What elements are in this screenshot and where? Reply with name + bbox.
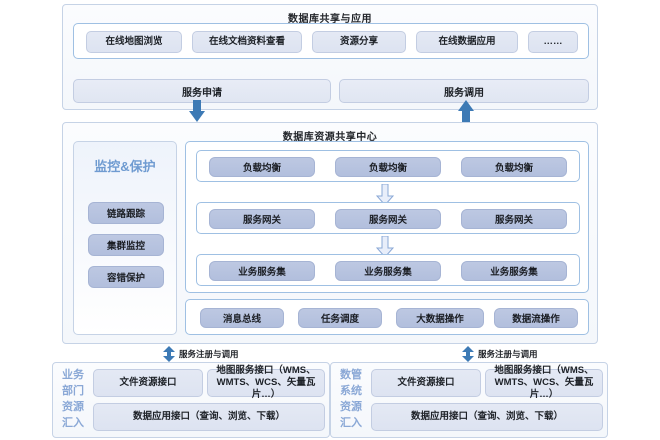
service-gateway-node-1[interactable]: 服务网关 [209, 209, 315, 229]
vlabel-line-4: 汇入 [340, 417, 362, 429]
top-section-title: 数据库共享与应用 [288, 14, 372, 25]
applications-row-box: 在线地图浏览 在线文档资料查看 资源分享 在线数据应用 …… [73, 23, 589, 59]
mid-section-title: 数据库资源共享中心 [282, 132, 378, 143]
bus-item-bigdata-ops[interactable]: 大数据操作 [396, 308, 484, 328]
load-balance-node-1[interactable]: 负载均衡 [209, 157, 315, 177]
register-label-left: 服务注册与调用 [179, 349, 239, 359]
vlabel-line-1: 数管 [340, 369, 362, 381]
service-gateway-node-3[interactable]: 服务网关 [461, 209, 567, 229]
arrow-up-icon [458, 100, 474, 122]
platform-capability-box: 消息总线 任务调度 大数据操作 数据流操作 [185, 299, 589, 335]
bottom-left-vertical-label: 业务 部门 资源 汇入 [59, 367, 87, 433]
right-data-app-interface[interactable]: 数据应用接口（查询、浏览、下载） [371, 403, 603, 431]
vlabel-line-3: 资源 [62, 401, 84, 413]
right-file-resource-interface[interactable]: 文件资源接口 [371, 369, 481, 397]
vlabel-line-2: 部门 [62, 385, 84, 397]
register-label-right: 服务注册与调用 [478, 349, 538, 359]
app-chip-online-doc-view[interactable]: 在线文档资料查看 [192, 31, 302, 53]
monitor-protection-title: 监控&保护 [94, 159, 156, 174]
business-service-set-node-1[interactable]: 业务服务集 [209, 261, 315, 281]
arrow-bidirectional-icon-left [162, 346, 176, 362]
service-gateway-node-2[interactable]: 服务网关 [335, 209, 441, 229]
arrow-down-glyph [375, 183, 395, 206]
business-service-set-node-2[interactable]: 业务服务集 [335, 261, 441, 281]
arrow-down-icon [189, 100, 205, 122]
arrow-down-glyph [375, 235, 395, 258]
bus-item-message-bus[interactable]: 消息总线 [200, 308, 284, 328]
mid-section-panel: 数据库资源共享中心 监控&保护 链路跟踪 集群监控 容错保护 负载均衡 负载均衡… [62, 122, 598, 344]
load-balance-node-3[interactable]: 负载均衡 [461, 157, 567, 177]
bottom-right-panel: 数管 系统 资源 汇入 文件资源接口 地图服务接口（WMS、WMTS、WCS、矢… [330, 362, 608, 438]
stack-arrow-down-icon-2 [375, 235, 395, 258]
bus-item-task-scheduling[interactable]: 任务调度 [298, 308, 382, 328]
app-chip-online-map-browse[interactable]: 在线地图浏览 [86, 31, 182, 53]
double-arrow-glyph [163, 346, 175, 362]
monitor-item-link-tracing[interactable]: 链路跟踪 [88, 202, 164, 224]
stack-arrow-down-icon-1 [375, 183, 395, 206]
double-arrow-glyph [462, 346, 474, 362]
vlabel-line-1: 业务 [62, 369, 84, 381]
arrow-bidirectional-icon-right [461, 346, 475, 362]
tier-load-balance: 负载均衡 负载均衡 负载均衡 [196, 150, 580, 182]
load-balance-node-2[interactable]: 负载均衡 [335, 157, 441, 177]
vlabel-line-2: 系统 [340, 385, 362, 397]
app-chip-resource-share[interactable]: 资源分享 [312, 31, 406, 53]
left-map-service-interface[interactable]: 地图服务接口（WMS、WMTS、WCS、矢量瓦片…） [207, 365, 325, 400]
left-file-resource-interface[interactable]: 文件资源接口 [93, 369, 203, 397]
vlabel-line-4: 汇入 [62, 417, 84, 429]
tier-service-gateway: 服务网关 服务网关 服务网关 [196, 202, 580, 234]
app-chip-online-data-app[interactable]: 在线数据应用 [416, 31, 518, 53]
service-request-bar[interactable]: 服务申请 [73, 79, 331, 103]
service-stack-box: 负载均衡 负载均衡 负载均衡 服务网关 服务网关 服务网关 [185, 141, 589, 293]
bottom-right-vertical-label: 数管 系统 资源 汇入 [337, 367, 365, 433]
left-data-app-interface[interactable]: 数据应用接口（查询、浏览、下载） [93, 403, 325, 431]
monitor-item-fault-tolerance[interactable]: 容错保护 [88, 266, 164, 288]
vlabel-line-3: 资源 [340, 401, 362, 413]
bottom-left-panel: 业务 部门 资源 汇入 文件资源接口 地图服务接口（WMS、WMTS、WCS、矢… [52, 362, 330, 438]
bus-item-datastream-ops[interactable]: 数据流操作 [494, 308, 578, 328]
monitor-protection-panel: 监控&保护 链路跟踪 集群监控 容错保护 [73, 141, 177, 335]
top-section-panel: 数据库共享与应用 在线地图浏览 在线文档资料查看 资源分享 在线数据应用 …… … [62, 4, 598, 110]
monitor-item-cluster-monitor[interactable]: 集群监控 [88, 234, 164, 256]
app-chip-more-ellipsis[interactable]: …… [528, 31, 578, 53]
tier-business-service-set: 业务服务集 业务服务集 业务服务集 [196, 254, 580, 286]
business-service-set-node-3[interactable]: 业务服务集 [461, 261, 567, 281]
right-map-service-interface[interactable]: 地图服务接口（WMS、WMTS、WCS、矢量瓦片…） [485, 365, 603, 400]
